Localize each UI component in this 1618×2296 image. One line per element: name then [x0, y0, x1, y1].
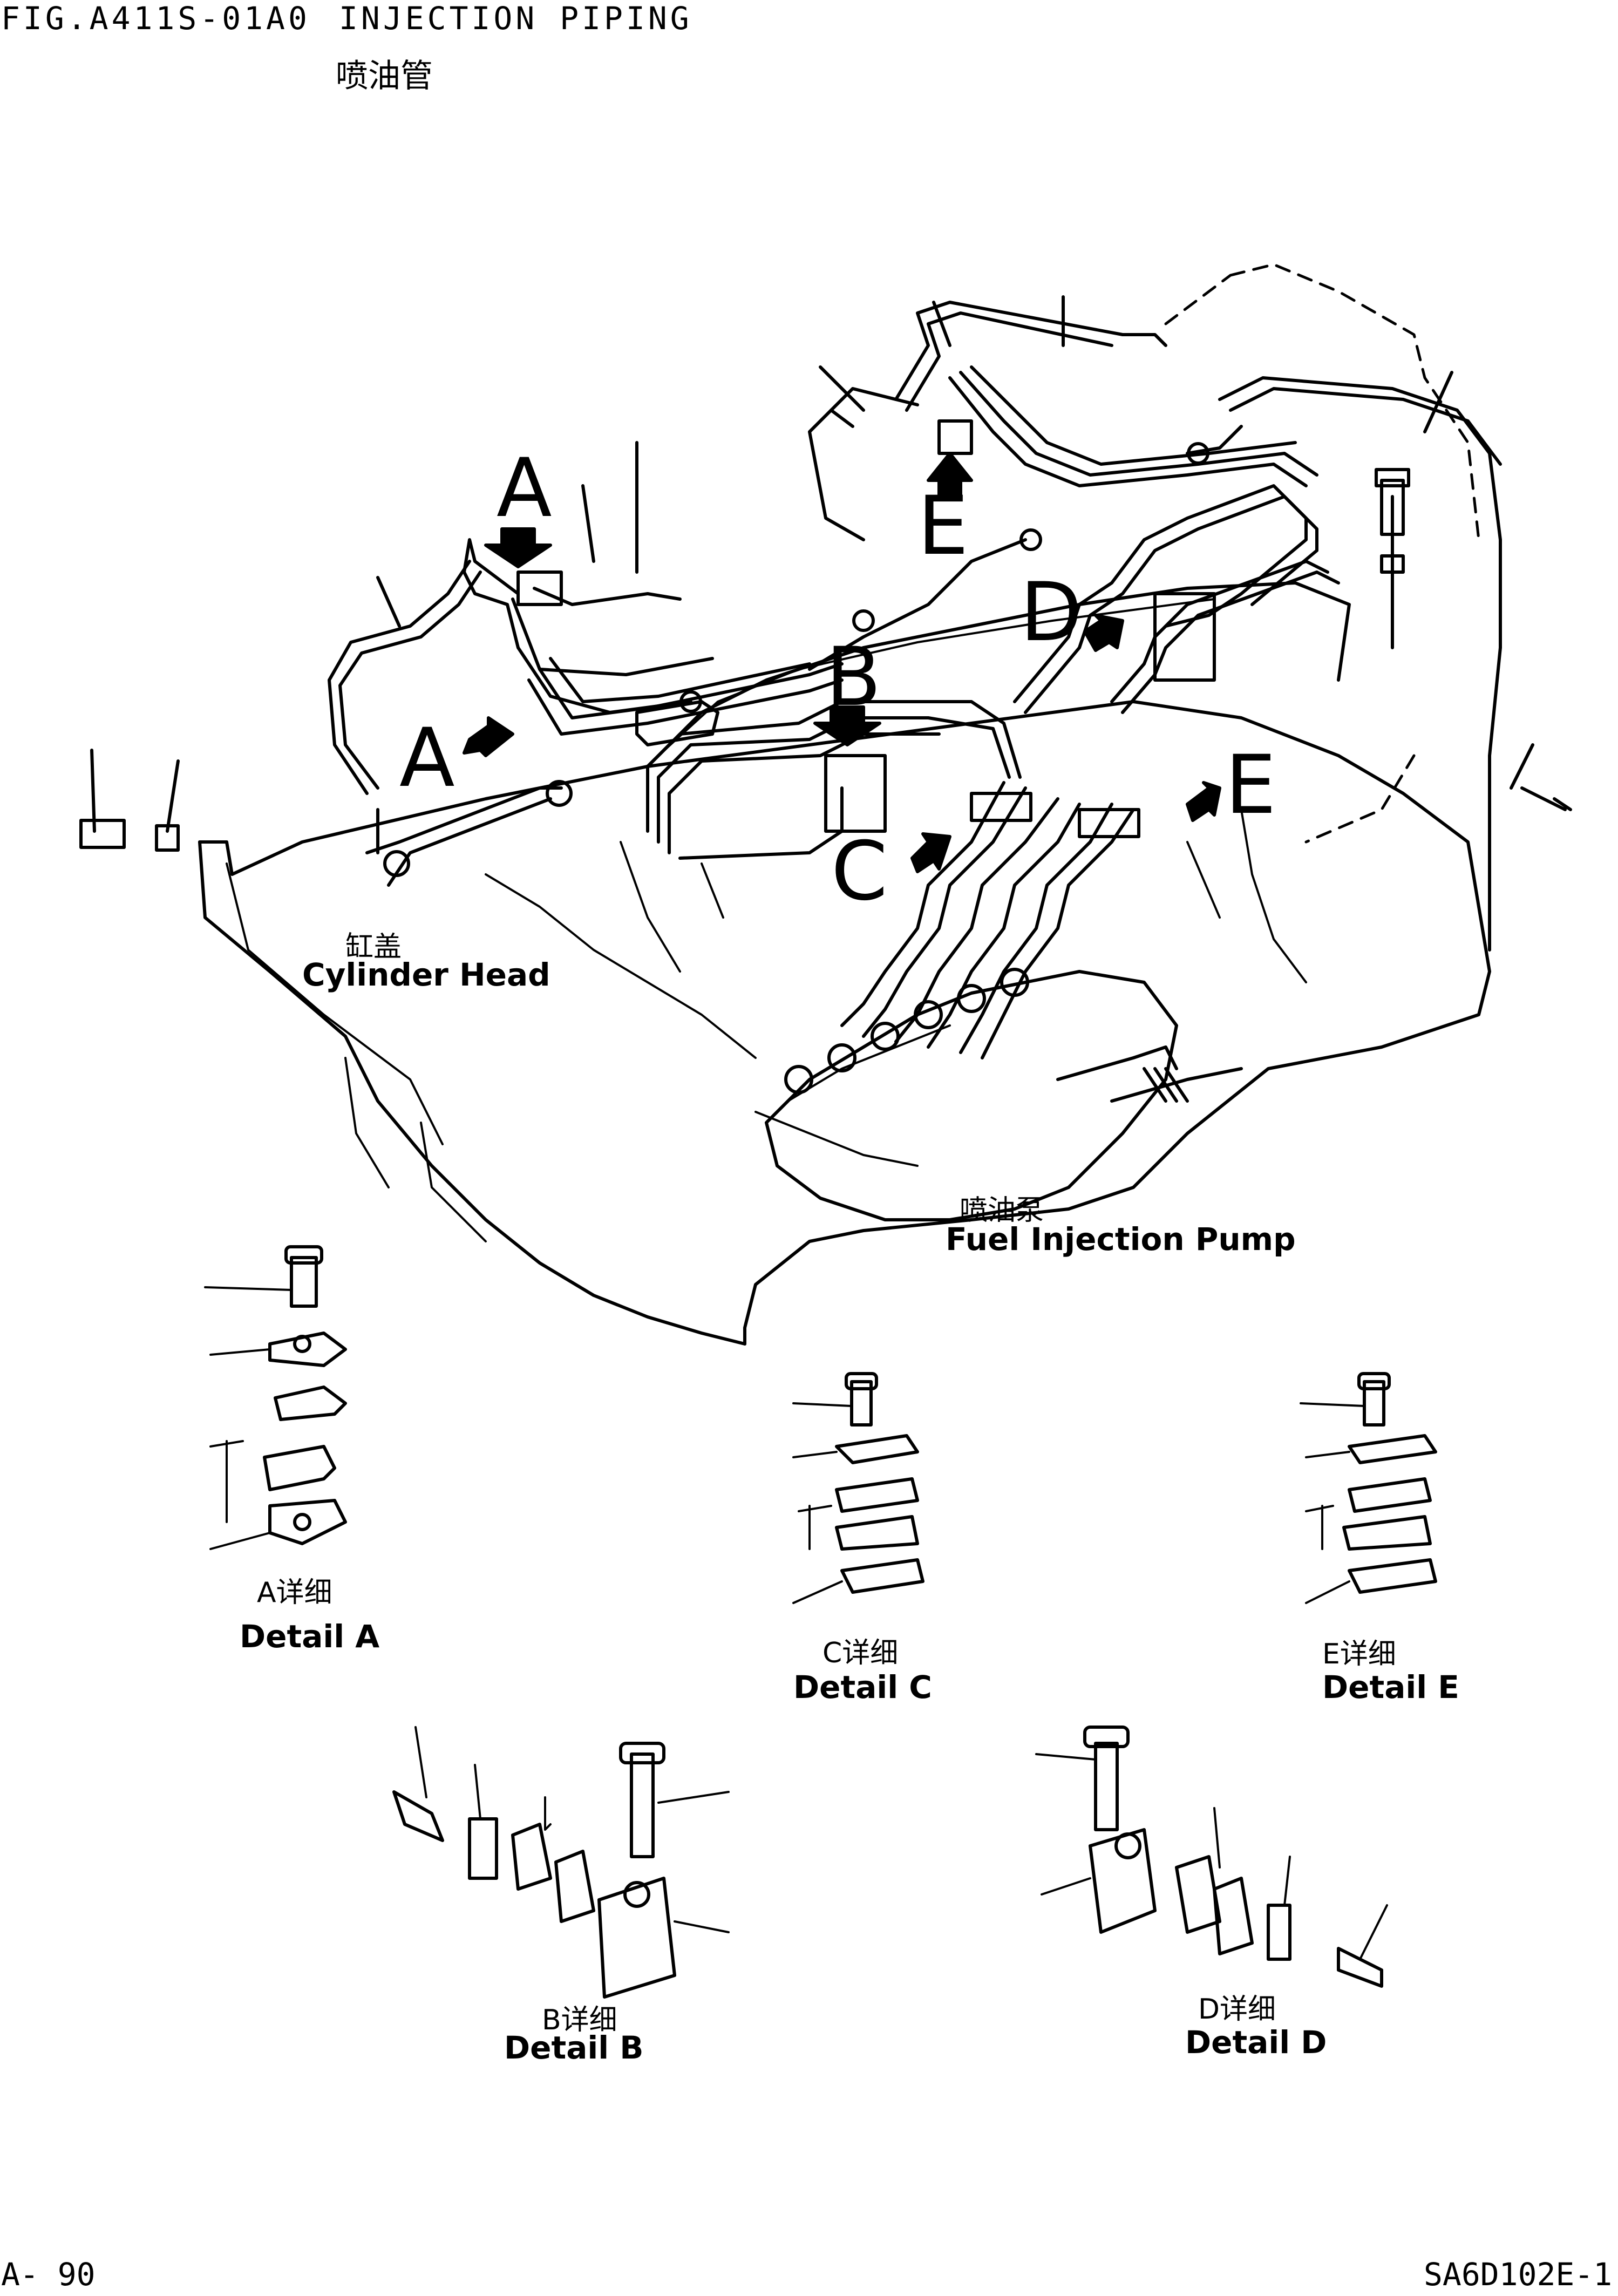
- figure-title-cn: 喷油管: [336, 57, 433, 95]
- detail-c-label: Detail C: [793, 1669, 932, 1706]
- detail-e-label-cn: E详细: [1322, 1638, 1396, 1670]
- detail-d-art: [1035, 1726, 1388, 1988]
- detail-a-label-cn: A详细: [257, 1577, 332, 1609]
- detail-c-art: [792, 1372, 924, 1604]
- detail-e-art: [1300, 1372, 1437, 1604]
- leader-lines-main: [90, 295, 1534, 833]
- detail-a-label: Detail A: [240, 1618, 380, 1655]
- detail-b-art: [392, 1726, 730, 1999]
- callout-a-top: A: [497, 441, 552, 535]
- detail-a-art: [204, 1245, 347, 1550]
- detail-d-label-cn: D详细: [1198, 1993, 1276, 2026]
- model-code: SA6D102E-1: [1424, 2256, 1613, 2293]
- callout-arrows: [463, 452, 1221, 873]
- callout-c: C: [831, 825, 888, 919]
- detail-b-label-cn: B详细: [542, 2004, 617, 2036]
- callout-e-right: E: [1225, 738, 1276, 832]
- callout-d: D: [1020, 566, 1083, 660]
- figure-number: FIG.A411S-01A0: [1, 0, 310, 37]
- bolts-main: [79, 468, 1572, 852]
- injection-pump-label: Fuel Injection Pump: [946, 1221, 1296, 1258]
- figure-title: INJECTION PIPING: [339, 0, 692, 37]
- callout-b: B: [826, 630, 881, 724]
- detail-c-label-cn: C详细: [822, 1637, 899, 1669]
- callout-a-left: A: [399, 711, 455, 805]
- detail-d-label: Detail D: [1185, 2024, 1327, 2061]
- injection-pipes: [328, 301, 1502, 1059]
- engine-block-outline: [198, 263, 1491, 1346]
- clamps-main: [383, 419, 1216, 877]
- cylinder-head-label: Cylinder Head: [302, 956, 550, 993]
- detail-b-label: Detail B: [504, 2029, 644, 2066]
- injection-pump-label-cn: 喷油泵: [960, 1194, 1044, 1227]
- cylinder-head-label-cn: 缸盖: [345, 931, 402, 963]
- detail-e-label: Detail E: [1322, 1669, 1459, 1706]
- page-number: A- 90: [1, 2256, 96, 2293]
- injection-pump: [765, 968, 1243, 1221]
- callout-e-top: E: [917, 479, 969, 573]
